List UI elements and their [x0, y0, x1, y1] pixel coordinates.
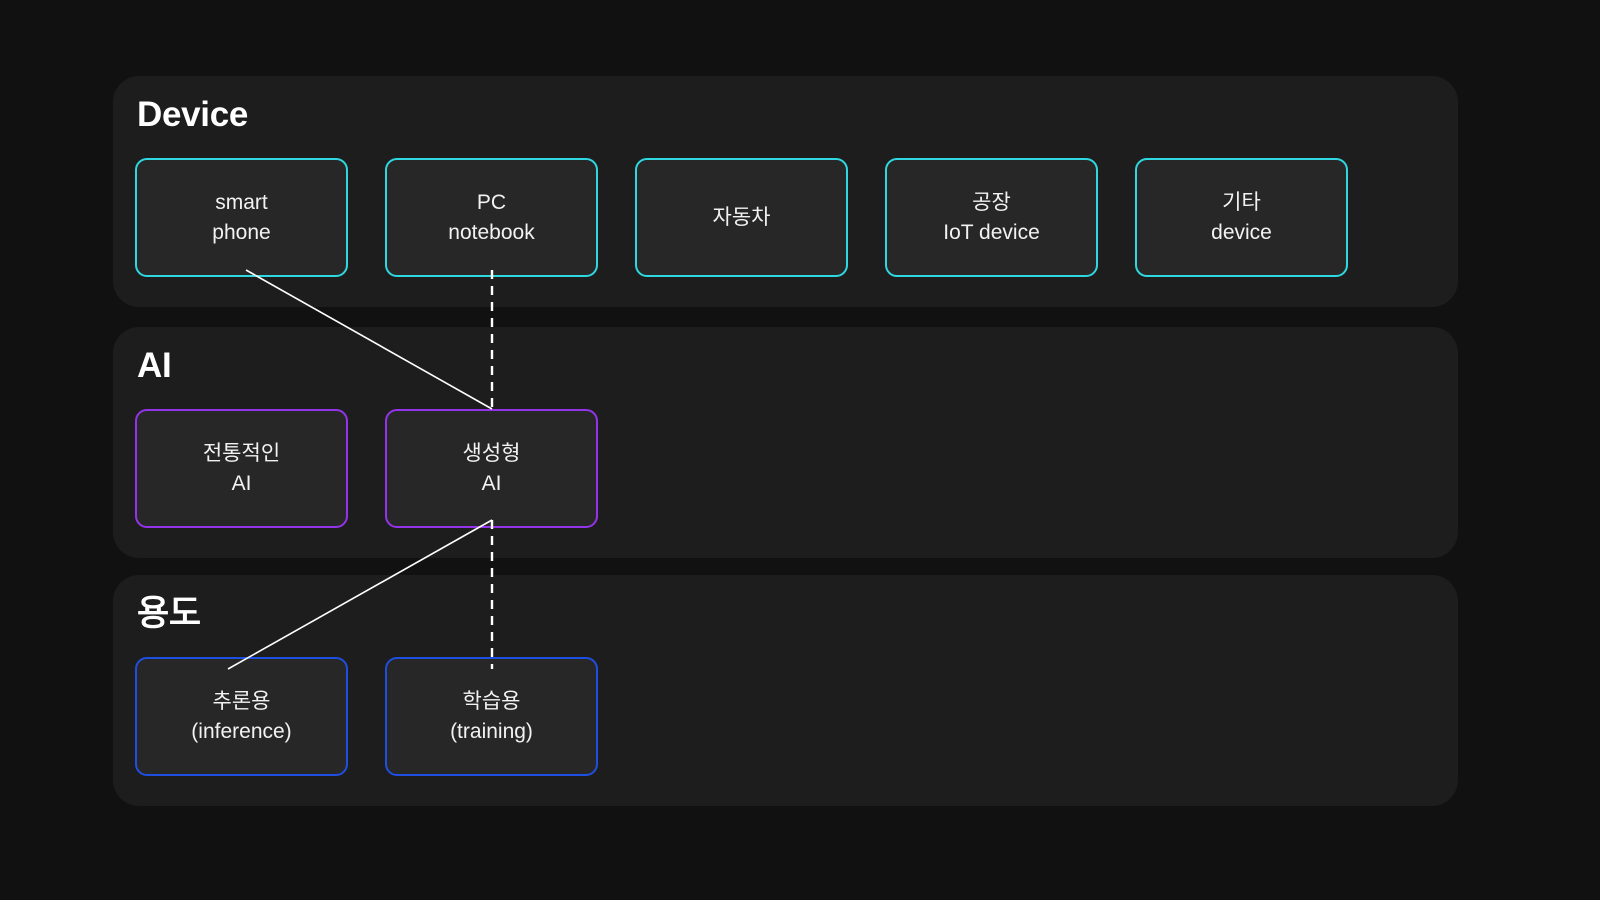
node-factory-iot[interactable]: 공장 IoT device — [885, 158, 1098, 277]
section-title-ai: AI — [137, 346, 172, 385]
node-inference[interactable]: 추론용 (inference) — [135, 657, 348, 776]
node-label-line1: 기타 — [1222, 190, 1261, 214]
node-row-ai: 전통적인 AI 생성형 AI — [135, 409, 598, 528]
node-row-device: smart phone PC notebook 자동차 공장 IoT devic… — [135, 158, 1348, 277]
node-label-line2: (inference) — [191, 719, 292, 743]
node-generative-ai[interactable]: 생성형 AI — [385, 409, 598, 528]
section-title-usage: 용도 — [137, 594, 201, 633]
node-label-line2: AI — [481, 471, 502, 495]
node-label-line1: 생성형 — [462, 441, 521, 465]
node-label-line1: 자동차 — [712, 205, 771, 229]
node-traditional-ai[interactable]: 전통적인 AI — [135, 409, 348, 528]
node-label-line2: device — [1211, 220, 1272, 244]
node-row-usage: 추론용 (inference) 학습용 (training) — [135, 657, 598, 776]
node-label-line1: 전통적인 — [202, 441, 281, 465]
section-title-device: Device — [137, 95, 249, 134]
node-label-line2: AI — [231, 471, 252, 495]
node-etc-device[interactable]: 기타 device — [1135, 158, 1348, 277]
node-label-line2: IoT device — [943, 220, 1040, 244]
node-label-line1: 추론용 — [212, 689, 271, 713]
node-label-line1: smart — [215, 190, 268, 214]
section-panel-usage: 용도 추론용 (inference) 학습용 (training) — [113, 575, 1458, 806]
node-label-line2: (training) — [450, 719, 533, 743]
node-car[interactable]: 자동차 — [635, 158, 848, 277]
node-smart-phone[interactable]: smart phone — [135, 158, 348, 277]
node-label-line1: 학습용 — [462, 689, 521, 713]
node-label-line2: phone — [212, 220, 271, 244]
section-panel-ai: AI 전통적인 AI 생성형 AI — [113, 327, 1458, 558]
section-panel-device: Device smart phone PC notebook 자동차 공장 Io… — [113, 76, 1458, 307]
node-label-line2: notebook — [448, 220, 535, 244]
node-label-line1: PC — [476, 190, 507, 214]
node-label-line1: 공장 — [972, 190, 1011, 214]
node-training[interactable]: 학습용 (training) — [385, 657, 598, 776]
node-pc-notebook[interactable]: PC notebook — [385, 158, 598, 277]
